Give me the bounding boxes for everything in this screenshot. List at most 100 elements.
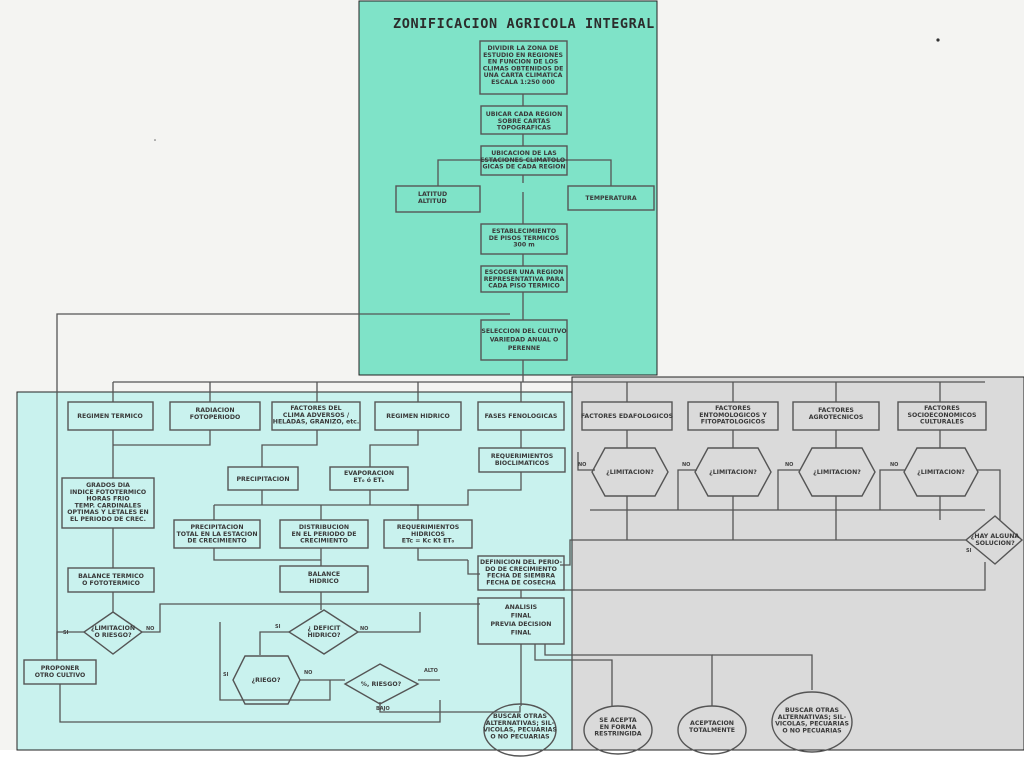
node-label-agrotecnicos: FACTORES bbox=[818, 407, 854, 414]
node-label-solucion: SOLUCION? bbox=[975, 540, 1015, 547]
box-entomologicos bbox=[687, 401, 779, 431]
node-label-buscar2: O NO PECUARIAS bbox=[782, 727, 841, 734]
node-label-dividir: DIVIDIR LA ZONA DE bbox=[487, 45, 558, 52]
node-label-regimen-hidrico: REGIMEN HIDRICO bbox=[386, 413, 450, 420]
node-label-dividir: ESCALA 1:250 000 bbox=[491, 79, 555, 86]
node-label-buscar2: VICOLAS, PECUARIAS bbox=[775, 721, 849, 728]
box-evaporacion bbox=[329, 466, 409, 491]
box-fases bbox=[477, 401, 565, 431]
node-label-precip-total: TOTAL EN LA ESTACION bbox=[176, 531, 257, 538]
oval-aceptacion bbox=[677, 705, 747, 755]
node-label-analisis: FINAL bbox=[511, 630, 531, 637]
box-balance-hidrico bbox=[279, 565, 369, 593]
node-label-seleccion: PERENNE bbox=[508, 345, 540, 352]
node-label-factores-clima: HELADAS, GRANIZO, etc. bbox=[273, 419, 359, 426]
node-label-grados: INDICE FOTOTERMICO bbox=[70, 489, 146, 496]
highlight-right-panel bbox=[571, 376, 1024, 751]
node-label-deficit: HIDRICO? bbox=[307, 632, 340, 639]
box-estaciones bbox=[480, 145, 568, 176]
box-socioeconomicos bbox=[897, 401, 987, 431]
node-label-dividir: ESTUDIO EN REGIONES bbox=[483, 52, 563, 59]
box-req-bio bbox=[478, 447, 566, 473]
box-grados bbox=[61, 477, 155, 529]
box-analisis bbox=[477, 597, 565, 645]
node-label-ubicar: SOBRE CARTAS bbox=[498, 118, 550, 125]
node-label-precipitacion: PRECIPITACION bbox=[236, 476, 289, 483]
node-label-proponer: OTRO CULTIVO bbox=[35, 672, 86, 679]
node-label-dividir: EN FUNCION DE LOS bbox=[488, 59, 558, 66]
node-label-acepta-forma: SE ACEPTA bbox=[599, 717, 637, 724]
diamond-pct-riesgo bbox=[343, 663, 420, 705]
node-label-distribucion: EN EL PERIODO DE bbox=[292, 531, 357, 538]
node-label-evaporacion: ET₀ ó ETₖ bbox=[353, 476, 384, 484]
box-dividir bbox=[479, 40, 568, 95]
node-label-aceptacion: ACEPTACION bbox=[690, 720, 734, 727]
box-factores-clima bbox=[271, 401, 361, 431]
node-label-buscar1: VICOLAS, PECUARIAS bbox=[483, 727, 557, 734]
node-label-grados: OPTIMAS Y LETALES EN bbox=[67, 509, 148, 516]
node-label-lim3: ¿LIMITACION? bbox=[813, 469, 861, 476]
node-label-buscar2: ALTERNATIVAS; SIL- bbox=[778, 714, 847, 721]
node-label-escoger: CADA PISO TERMICO bbox=[488, 283, 560, 290]
node-label-socioeconomicos: SOCIOECONOMICOS bbox=[907, 412, 976, 419]
box-latitud bbox=[395, 185, 481, 213]
box-radiacion bbox=[169, 401, 261, 431]
node-label-definicion: FECHA DE COSECHA bbox=[486, 579, 556, 586]
node-label-lim4: ¿LIMITACION? bbox=[917, 469, 965, 476]
box-pisos bbox=[480, 223, 568, 255]
node-label-req-hidricos: HIDRICOS bbox=[411, 531, 445, 538]
box-edafologicos bbox=[581, 401, 673, 431]
node-label-buscar1: ALTERNATIVAS; SIL- bbox=[486, 720, 555, 727]
node-label-pisos: ESTABLECIMIENTO bbox=[492, 228, 556, 235]
box-distribucion bbox=[279, 519, 369, 549]
node-label-estaciones: UBICACION DE LAS bbox=[491, 150, 557, 157]
edge-label: SI bbox=[63, 630, 69, 636]
node-label-estaciones: ESTACIONES CLIMATOLO- bbox=[480, 157, 568, 164]
edge-label: NO bbox=[578, 462, 586, 468]
node-label-acepta-forma: RESTRINGIDA bbox=[594, 731, 641, 738]
node-label-lim2: ¿LIMITACION? bbox=[709, 469, 757, 476]
node-label-lim1: ¿LIMITACION? bbox=[606, 469, 654, 476]
node-label-factores-clima: CLIMA ADVERSOS / bbox=[283, 412, 350, 419]
box-temperatura bbox=[567, 185, 655, 211]
node-label-latitud: ALTITUD bbox=[418, 198, 447, 205]
paper-speck bbox=[936, 38, 940, 42]
hexagon-limitacion-4 bbox=[903, 447, 979, 497]
node-label-radiacion: FOTOPERIODO bbox=[190, 414, 240, 421]
edge-label: BAJO bbox=[376, 706, 390, 712]
box-seleccion bbox=[480, 319, 568, 361]
node-label-agrotecnicos: AGROTECNICOS bbox=[809, 414, 864, 421]
node-label-analisis: PREVIA DECISION bbox=[491, 621, 552, 628]
paper-speck bbox=[154, 139, 156, 141]
connectors bbox=[56, 94, 1001, 723]
node-label-socioeconomicos: FACTORES bbox=[924, 405, 960, 412]
diamond-solucion bbox=[964, 515, 1024, 565]
node-label-solucion: ¿HAY ALGUNA bbox=[971, 533, 1020, 540]
box-precip-total bbox=[173, 519, 261, 549]
oval-acepta-forma bbox=[583, 705, 653, 755]
node-label-distribucion: DISTRIBUCION bbox=[299, 524, 349, 531]
node-label-pct-riesgo: %, RIESGO? bbox=[361, 681, 402, 688]
edge-label: ALTO bbox=[424, 668, 438, 674]
node-label-evaporacion: EVAPORACION bbox=[344, 470, 394, 477]
box-ubicar bbox=[480, 105, 568, 135]
node-label-req-bio: REQUERIMIENTOS bbox=[491, 453, 553, 460]
box-req-hidricos bbox=[383, 519, 473, 549]
node-label-proponer: PROPONER bbox=[41, 665, 80, 672]
node-label-dividir: CLIMAS OBTENIDOS DE bbox=[483, 65, 564, 72]
node-label-ubicar: UBICAR CADA REGION bbox=[486, 111, 563, 118]
oval-buscar-2 bbox=[771, 691, 853, 753]
box-regimen-termico bbox=[67, 401, 154, 431]
node-label-ubicar: TOPOGRAFICAS bbox=[497, 125, 551, 132]
box-regimen-hidrico bbox=[374, 401, 462, 431]
node-label-req-bio: BIOCLIMATICOS bbox=[495, 460, 549, 467]
node-label-limitacion-riesgo: ¿LIMITACION bbox=[91, 625, 135, 632]
box-agrotecnicos bbox=[792, 401, 880, 431]
edge-label: SI bbox=[223, 672, 229, 678]
node-label-req-hidricos: ETc = Kc Kt ET₀ bbox=[402, 538, 455, 545]
node-label-factores-clima: FACTORES DEL bbox=[290, 405, 341, 412]
edge-label: SI bbox=[275, 624, 281, 630]
box-escoger bbox=[480, 265, 568, 293]
